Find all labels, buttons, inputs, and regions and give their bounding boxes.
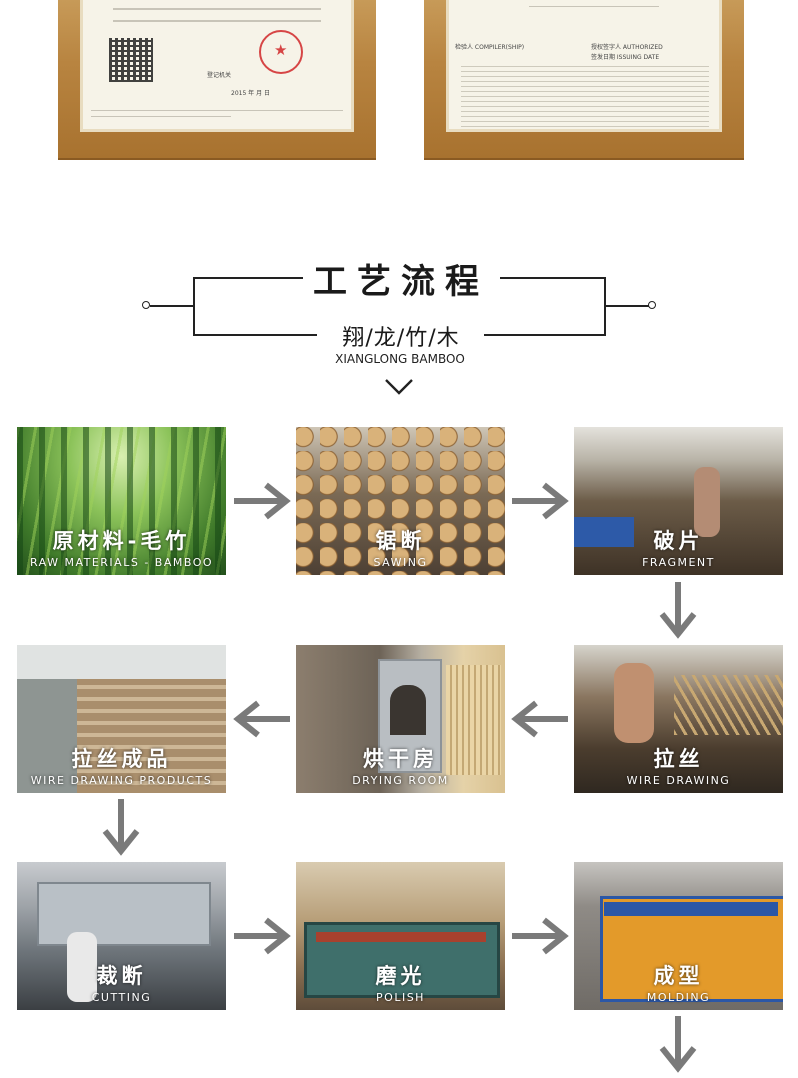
ornament-line xyxy=(604,277,606,335)
worker-figure xyxy=(614,663,654,743)
certificate-document-left: 登记机关 2015 年 月 日 xyxy=(80,0,354,132)
oven-door xyxy=(390,685,426,735)
machine-panel xyxy=(604,902,778,916)
step-title-cn: 拉丝成品 xyxy=(71,747,172,771)
ceiling xyxy=(17,645,226,679)
step-title-cn: 成型 xyxy=(653,964,704,988)
ornament-line xyxy=(606,305,650,307)
official-seal-icon xyxy=(259,30,303,74)
step-title-cn: 原材料-毛竹 xyxy=(52,529,191,553)
qr-code-icon xyxy=(109,38,153,82)
step-polish: 磨光 POLISH xyxy=(296,862,505,1010)
blue-crate xyxy=(574,517,634,547)
step-caption: 磨光 POLISH xyxy=(296,960,505,1004)
certificate-line xyxy=(529,6,659,7)
worker-figure xyxy=(67,932,97,1002)
ornament-line xyxy=(193,277,195,335)
bamboo-strips xyxy=(674,675,783,735)
step-title-en: WIRE DRAWING PRODUCTS xyxy=(30,774,213,787)
ornament-dot-icon xyxy=(142,301,150,309)
worker-figure xyxy=(694,467,720,537)
ornament-line xyxy=(150,305,194,307)
step-caption: 拉丝成品 WIRE DRAWING PRODUCTS xyxy=(17,743,226,787)
step-title-en: DRYING ROOM xyxy=(352,774,449,787)
step-caption: 裁断 CUTTING xyxy=(17,960,226,1004)
certificate-text-block xyxy=(461,62,709,129)
certificate-authorized-label: 授权签字人 AUTHORIZED xyxy=(591,44,663,51)
arrow-right-icon xyxy=(232,479,292,523)
arrow-down-icon xyxy=(656,1014,700,1074)
step-title-en: POLISH xyxy=(376,991,425,1004)
step-drying-room: 烘干房 DRYING ROOM xyxy=(296,645,505,793)
certificate-issuing-date-label: 签发日期 ISSUING DATE xyxy=(591,54,660,61)
certificate-frame-left: 登记机关 2015 年 月 日 xyxy=(58,0,376,160)
arrow-right-icon xyxy=(510,479,570,523)
step-title-cn: 锯断 xyxy=(375,529,426,553)
step-caption: 烘干房 DRYING ROOM xyxy=(296,743,505,787)
certificate-line xyxy=(91,116,231,117)
step-title-cn: 裁断 xyxy=(96,964,147,988)
arrow-down-icon xyxy=(656,580,700,640)
step-caption: 成型 MOLDING xyxy=(574,960,783,1004)
certificate-authority-label: 登记机关 xyxy=(207,72,232,79)
section-subtitle-en: XIANGLONG BAMBOO xyxy=(335,352,465,366)
cutting-machine xyxy=(37,882,211,946)
certificate-date: 2015 年 月 日 xyxy=(231,90,270,97)
step-caption: 原材料-毛竹 RAW MATERIALS - BAMBOO xyxy=(17,525,226,569)
section-subtitle: 翔/龙/竹/木 xyxy=(342,326,460,351)
arrow-down-icon xyxy=(99,797,143,857)
certificate-line xyxy=(113,20,321,22)
certificate-line xyxy=(91,110,343,111)
step-wire-drawing-products: 拉丝成品 WIRE DRAWING PRODUCTS xyxy=(17,645,226,793)
step-title-en: SAWING xyxy=(373,556,428,569)
step-title-en: CUTTING xyxy=(91,991,152,1004)
arrow-left-icon xyxy=(232,697,292,741)
step-molding: 成型 MOLDING xyxy=(574,862,783,1010)
ornament-dot-icon xyxy=(648,301,656,309)
section-title: 工艺流程 xyxy=(313,262,489,302)
step-title-cn: 磨光 xyxy=(375,964,426,988)
step-fragment: 破片 FRAGMENT xyxy=(574,427,783,575)
ornament-line xyxy=(193,277,303,279)
step-sawing: 锯断 SAWING xyxy=(296,427,505,575)
arrow-right-icon xyxy=(232,914,292,958)
certificate-document-right: 检验人 COMPILER(SHIP) 授权签字人 AUTHORIZED 签发日期… xyxy=(446,0,722,132)
machine-belt xyxy=(316,932,486,942)
step-title-cn: 拉丝 xyxy=(653,747,704,771)
arrow-right-icon xyxy=(510,914,570,958)
ornament-line xyxy=(500,277,606,279)
step-title-en: RAW MATERIALS - BAMBOO xyxy=(29,556,214,569)
ornament-line xyxy=(484,334,606,336)
certificate-frame-right: 检验人 COMPILER(SHIP) 授权签字人 AUTHORIZED 签发日期… xyxy=(424,0,744,160)
step-raw-materials: 原材料-毛竹 RAW MATERIALS - BAMBOO xyxy=(17,427,226,575)
step-title-en: MOLDING xyxy=(646,991,711,1004)
step-title-en: FRAGMENT xyxy=(642,556,715,569)
step-title-en: WIRE DRAWING xyxy=(626,774,731,787)
step-title-cn: 烘干房 xyxy=(363,747,438,771)
certificate-line xyxy=(113,8,321,10)
step-caption: 锯断 SAWING xyxy=(296,525,505,569)
chevron-down-icon xyxy=(384,372,414,402)
ornament-line xyxy=(193,334,317,336)
certificate-compiler-label: 检验人 COMPILER(SHIP) xyxy=(455,44,525,51)
step-caption: 拉丝 WIRE DRAWING xyxy=(574,743,783,787)
step-caption: 破片 FRAGMENT xyxy=(574,525,783,569)
step-title-cn: 破片 xyxy=(653,529,704,553)
step-wire-drawing: 拉丝 WIRE DRAWING xyxy=(574,645,783,793)
bamboo-rods xyxy=(446,665,501,775)
step-cutting: 裁断 CUTTING xyxy=(17,862,226,1010)
arrow-left-icon xyxy=(510,697,570,741)
